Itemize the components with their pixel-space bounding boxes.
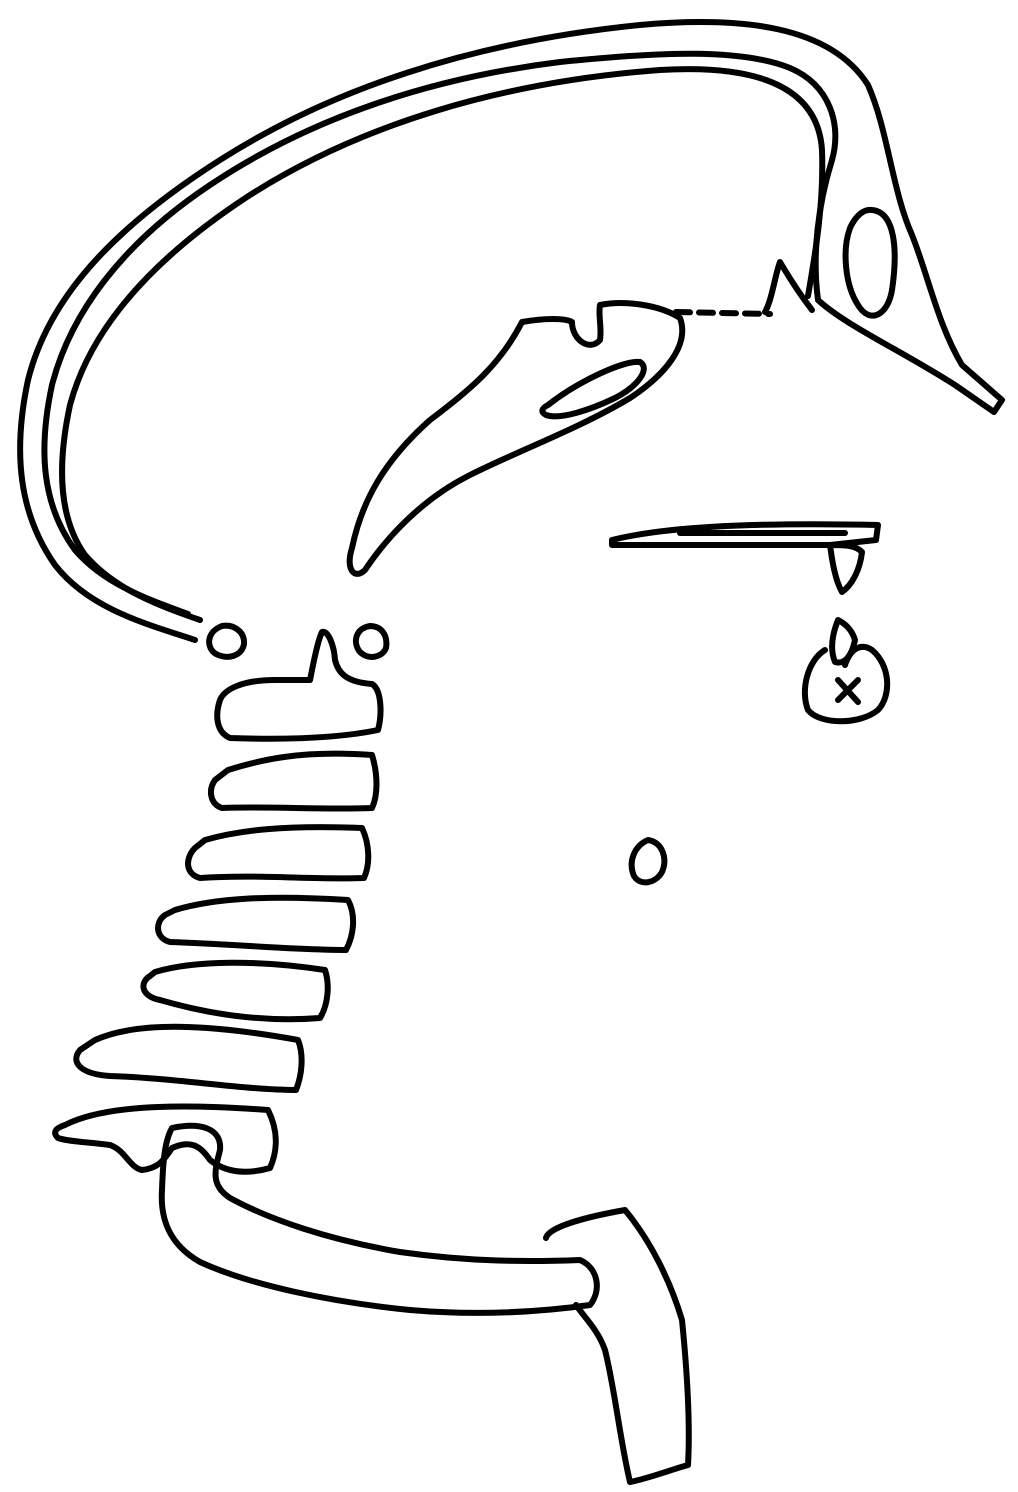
dashed-reference-line bbox=[676, 312, 770, 314]
